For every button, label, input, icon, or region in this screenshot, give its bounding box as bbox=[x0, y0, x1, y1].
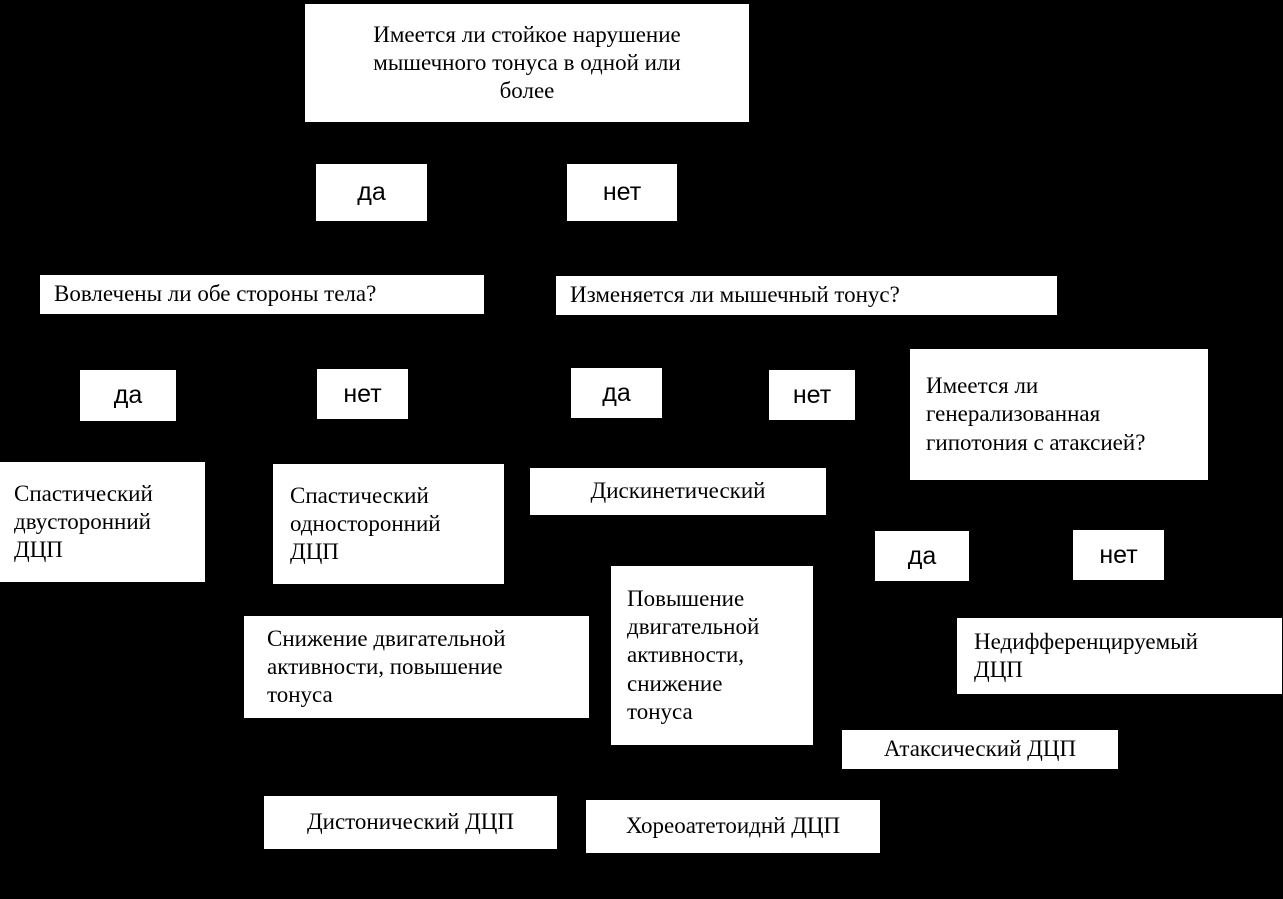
question-both-sides-text: Вовлечены ли обе стороны тела? bbox=[54, 281, 377, 307]
increased-activity-line-5: тонуса bbox=[627, 698, 693, 724]
spastic-unilateral-line-1: Спастический bbox=[290, 482, 429, 508]
edge-label-yes-3-text: да bbox=[602, 378, 631, 407]
edge-label-no-4: нет bbox=[1073, 530, 1164, 580]
node-diagnosis-spastic-unilateral: Спастический односторонний ДЦП bbox=[273, 464, 504, 584]
node-question-both-sides: Вовлечены ли обе стороны тела? bbox=[40, 275, 484, 314]
diagnosis-dyskinetic-text: Дискинетический bbox=[590, 478, 766, 504]
diagnosis-ataxic-text: Атаксический ДЦП bbox=[883, 736, 1077, 762]
diagnosis-dystonic-text: Дистонический ДЦП bbox=[306, 809, 515, 835]
edge-label-no-3: нет bbox=[769, 370, 855, 420]
node-diagnosis-dyskinetic: Дискинетический bbox=[530, 468, 826, 515]
edge-label-yes-2: да bbox=[80, 370, 176, 421]
edge-label-no-3-text: нет bbox=[792, 380, 832, 409]
edge-label-yes-4: да bbox=[875, 531, 969, 581]
node-diagnosis-choreoathetoid: Хореоатетоиднй ДЦП bbox=[586, 800, 880, 853]
node-diagnosis-undifferentiated: Недифференцируемый ДЦП bbox=[957, 618, 1282, 694]
spastic-bilateral-line-2: двусторонний bbox=[14, 508, 151, 534]
edge-label-no-1-text: нет bbox=[602, 178, 642, 206]
node-question-generalized-hypotonia: Имеется ли генерализованная гипотония с … bbox=[910, 349, 1208, 480]
edge-label-yes-4-text: да bbox=[907, 541, 937, 570]
decreased-activity-line-2: активности, повышение bbox=[267, 653, 503, 679]
increased-activity-line-4: снижение bbox=[627, 670, 723, 696]
edge-label-yes-1-text: да bbox=[357, 178, 386, 206]
diagnosis-choreoathetoid-text: Хореоатетоиднй ДЦП bbox=[625, 813, 841, 839]
edge-label-no-2-text: нет bbox=[343, 379, 382, 408]
increased-activity-line-1: Повышение bbox=[627, 586, 745, 612]
node-root-question: Имеется ли стойкое нарушение мышечного т… bbox=[305, 4, 749, 122]
edge-label-no-2: нет bbox=[317, 369, 408, 419]
edge-label-no-1: нет bbox=[567, 164, 677, 221]
node-diagnosis-ataxic: Атаксический ДЦП bbox=[842, 730, 1118, 769]
increased-activity-line-3: активности, bbox=[627, 642, 744, 668]
generalized-hypotonia-line-2: генерализованная bbox=[926, 401, 1101, 427]
spastic-bilateral-line-3: ДЦП bbox=[14, 537, 63, 563]
decreased-activity-line-1: Снижение двигательной bbox=[267, 625, 506, 651]
root-question-line-3: более bbox=[499, 78, 555, 104]
decreased-activity-line-3: тонуса bbox=[267, 682, 333, 708]
question-tone-changes-text: Изменяется ли мышечный тонус? bbox=[570, 282, 900, 308]
undifferentiated-line-1: Недифференцируемый bbox=[974, 628, 1198, 654]
spastic-bilateral-line-1: Спастический bbox=[14, 480, 153, 506]
spastic-unilateral-line-2: односторонний bbox=[290, 510, 441, 536]
edge-label-yes-1: да bbox=[316, 164, 427, 221]
edge-label-no-4-text: нет bbox=[1099, 540, 1138, 569]
edge-label-yes-2-text: да bbox=[113, 381, 143, 409]
root-question-line-1: Имеется ли стойкое нарушение bbox=[373, 21, 681, 47]
edge-label-yes-3: да bbox=[571, 368, 662, 418]
node-diagnosis-spastic-bilateral: Спастический двусторонний ДЦП bbox=[0, 462, 205, 582]
node-finding-increased-activity: Повышение двигательной активности, сниже… bbox=[611, 566, 813, 745]
generalized-hypotonia-line-1: Имеется ли bbox=[926, 373, 1039, 399]
node-question-tone-changes: Изменяется ли мышечный тонус? bbox=[556, 276, 1057, 315]
undifferentiated-line-2: ДЦП bbox=[974, 657, 1023, 682]
node-finding-decreased-activity: Снижение двигательной активности, повыше… bbox=[244, 616, 589, 718]
spastic-unilateral-line-3: ДЦП bbox=[290, 539, 339, 565]
node-diagnosis-dystonic: Дистонический ДЦП bbox=[264, 796, 557, 849]
root-question-line-2: мышечного тонуса в одной или bbox=[373, 49, 681, 75]
increased-activity-line-2: двигательной bbox=[627, 614, 760, 640]
generalized-hypotonia-line-3: гипотония с атаксией? bbox=[926, 429, 1146, 455]
